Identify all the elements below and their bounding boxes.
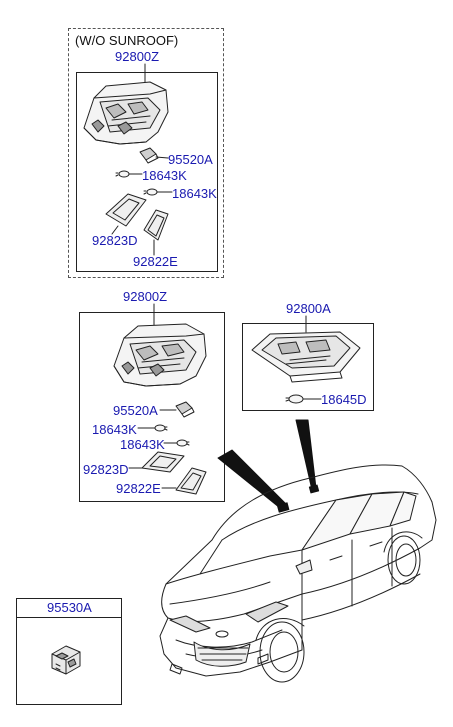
assembly-label-92800z-top: 92800Z (115, 49, 160, 64)
overhead-console-housing-main (113, 323, 207, 387)
part-label-95530a: 95530A (47, 600, 92, 615)
part-label-lens-left-main: 92823D (83, 462, 129, 477)
part-label-bulb1-main: 18643K (92, 422, 137, 437)
bulb-18645d (285, 394, 304, 404)
part-label-lens-right-top: 92822E (133, 254, 178, 269)
part-label-bulb2-main: 18643K (120, 437, 165, 452)
bulb-main-2 (176, 439, 190, 447)
part-label-lens-left-top: 92823D (92, 233, 138, 248)
overhead-console-housing-top (83, 81, 169, 145)
without-sunroof-note: (W/O SUNROOF) (75, 33, 179, 48)
separate-switch-header-divider (16, 617, 122, 618)
roof-mount-point-main (276, 502, 290, 513)
part-label-switch-main: 95520A (113, 403, 158, 418)
lens-left-main (141, 451, 185, 473)
part-label-bulb2-top: 18643K (172, 186, 217, 201)
pointer-wedge-room-lamp (295, 419, 317, 491)
switch-connector-main (175, 401, 195, 418)
separate-switch-box (16, 598, 122, 705)
pointer-wedge-main (217, 449, 287, 509)
part-label-bulb1-top: 18643K (142, 168, 187, 183)
lens-right-top (143, 209, 169, 241)
room-lamp-housing (251, 331, 361, 383)
roof-mount-point-room-lamp (308, 484, 320, 494)
lens-right-main (175, 467, 207, 495)
bulb-top-1 (115, 170, 130, 178)
lens-left-top (105, 193, 147, 227)
car-illustration (159, 464, 437, 683)
leader-line (111, 225, 119, 235)
room-lamp-parts-box (242, 323, 374, 411)
without-sunroof-group (68, 28, 224, 278)
switch-95530a-part (51, 645, 81, 675)
part-label-lens-right-main: 92822E (116, 481, 161, 496)
without-sunroof-parts-box (76, 72, 218, 272)
assembly-label-92800a: 92800A (286, 301, 331, 316)
leader-line (155, 156, 169, 159)
bulb-main-1 (154, 424, 168, 432)
bulb-top-2 (143, 188, 158, 196)
part-label-bulb-18645d: 18645D (321, 392, 367, 407)
part-label-switch-top: 95520A (168, 152, 213, 167)
switch-connector-top (139, 147, 159, 164)
assembly-label-92800z-main: 92800Z (123, 289, 168, 304)
main-assembly-parts-box (79, 312, 225, 502)
